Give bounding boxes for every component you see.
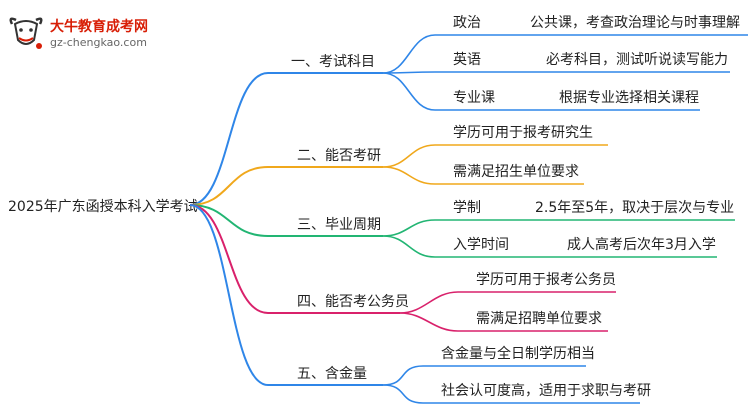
- leaf-label: 社会认可度高，适用于求职与考研: [441, 382, 651, 399]
- leaf-label: 英语: [453, 51, 481, 68]
- logo-title: 大牛教育成考网: [50, 19, 148, 35]
- leaf-connector: [382, 219, 735, 237]
- leaf-connector: [382, 384, 640, 404]
- logo-url: gz-chengkao.com: [50, 36, 147, 49]
- leaf-label: 专业课: [453, 90, 495, 106]
- leaf-connector: [382, 365, 586, 386]
- branch-label: 五、含金量: [297, 366, 367, 382]
- root-topic: 2025年广东函授本科入学考试: [8, 199, 198, 215]
- leaf-label: 学历可用于报考公务员: [476, 272, 616, 288]
- leaf-connector: [382, 72, 700, 111]
- leaf-connector: [382, 34, 748, 74]
- leaf-detail: 成人高考后次年3月入学: [567, 236, 716, 253]
- leaf-detail: 公共课，考查政治理论与时事理解: [530, 15, 740, 31]
- branch-label: 二、能否考研: [297, 148, 381, 164]
- branch-label: 三、毕业周期: [297, 217, 381, 233]
- leaf-connector: [399, 291, 616, 314]
- branch-label: 一、考试科目: [291, 54, 375, 70]
- leaf-detail: 2.5年至5年，取决于层次与专业: [535, 200, 734, 216]
- branch-connector: [189, 204, 400, 314]
- leaf-label: 学历可用于报考研究生: [453, 125, 593, 141]
- leaf-label: 含金量与全日制学历相当: [441, 345, 595, 362]
- leaf-connector: [382, 144, 608, 168]
- leaf-connector: [382, 71, 730, 74]
- leaf-connector: [399, 312, 608, 332]
- leaf-label: 政治: [453, 15, 481, 31]
- leaf-label: 入学时间: [453, 237, 509, 253]
- leaf-detail: 必考科目，测试听说读写能力: [546, 51, 728, 68]
- branch-connector: [189, 204, 383, 237]
- site-logo: 大牛教育成考网 gz-chengkao.com: [6, 14, 206, 54]
- branch-connector: [189, 166, 383, 206]
- leaf-label: 需满足招聘单位要求: [476, 311, 602, 327]
- leaf-detail: 根据专业选择相关课程: [559, 90, 699, 106]
- leaf-label: 学制: [453, 200, 481, 216]
- branch-label: 四、能否考公务员: [297, 294, 409, 310]
- leaf-label: 需满足招生单位要求: [453, 164, 579, 180]
- branch-connector: [189, 72, 383, 206]
- bull-logo-icon: [9, 17, 43, 49]
- leaf-connector: [382, 235, 717, 258]
- leaf-connector: [382, 166, 584, 185]
- branch-connector: [189, 204, 383, 386]
